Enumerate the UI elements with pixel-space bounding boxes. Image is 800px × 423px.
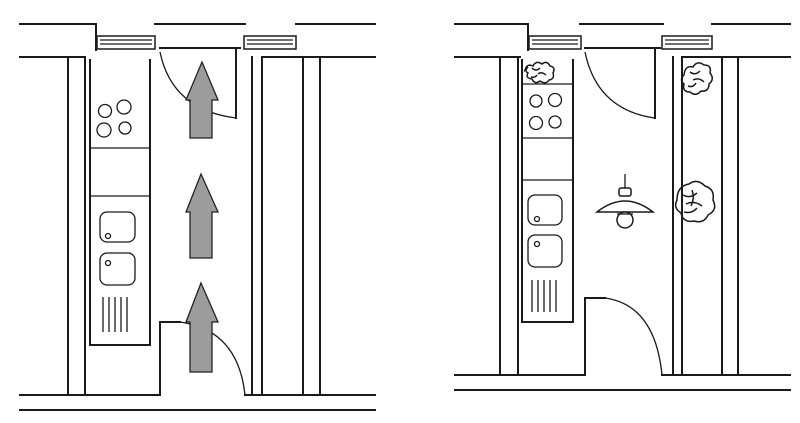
drainer <box>102 297 128 332</box>
top-wall <box>454 23 791 58</box>
window-top-right <box>661 35 713 50</box>
drainer <box>531 280 557 312</box>
top-wall <box>19 23 376 58</box>
door-top <box>584 49 656 119</box>
sink-basins <box>99 211 136 286</box>
floor-plan-left <box>19 23 376 411</box>
kitchen-counter <box>89 59 151 346</box>
arrow-1 <box>185 60 219 139</box>
side-walls <box>67 56 321 396</box>
floor-plan-right <box>454 23 791 391</box>
plant-top-right <box>680 62 713 95</box>
bottom-wall <box>19 394 376 411</box>
arrow-3 <box>185 281 219 373</box>
plant-counter <box>523 61 555 84</box>
kitchen-counter <box>521 59 574 323</box>
window-top-left <box>96 35 156 50</box>
arrow-2 <box>185 172 220 259</box>
circulation-arrows <box>185 60 220 373</box>
side-walls <box>499 56 739 376</box>
stove-burners <box>96 99 132 138</box>
sink-basins <box>527 194 563 268</box>
bottom-wall <box>454 374 791 391</box>
window-top-left <box>528 35 582 50</box>
pendant-lamp <box>594 174 656 229</box>
door-bottom <box>584 297 663 376</box>
plant-middle-right <box>674 180 716 223</box>
window-top-right <box>243 35 297 50</box>
stove-burners <box>528 92 563 131</box>
door-top <box>159 49 237 119</box>
